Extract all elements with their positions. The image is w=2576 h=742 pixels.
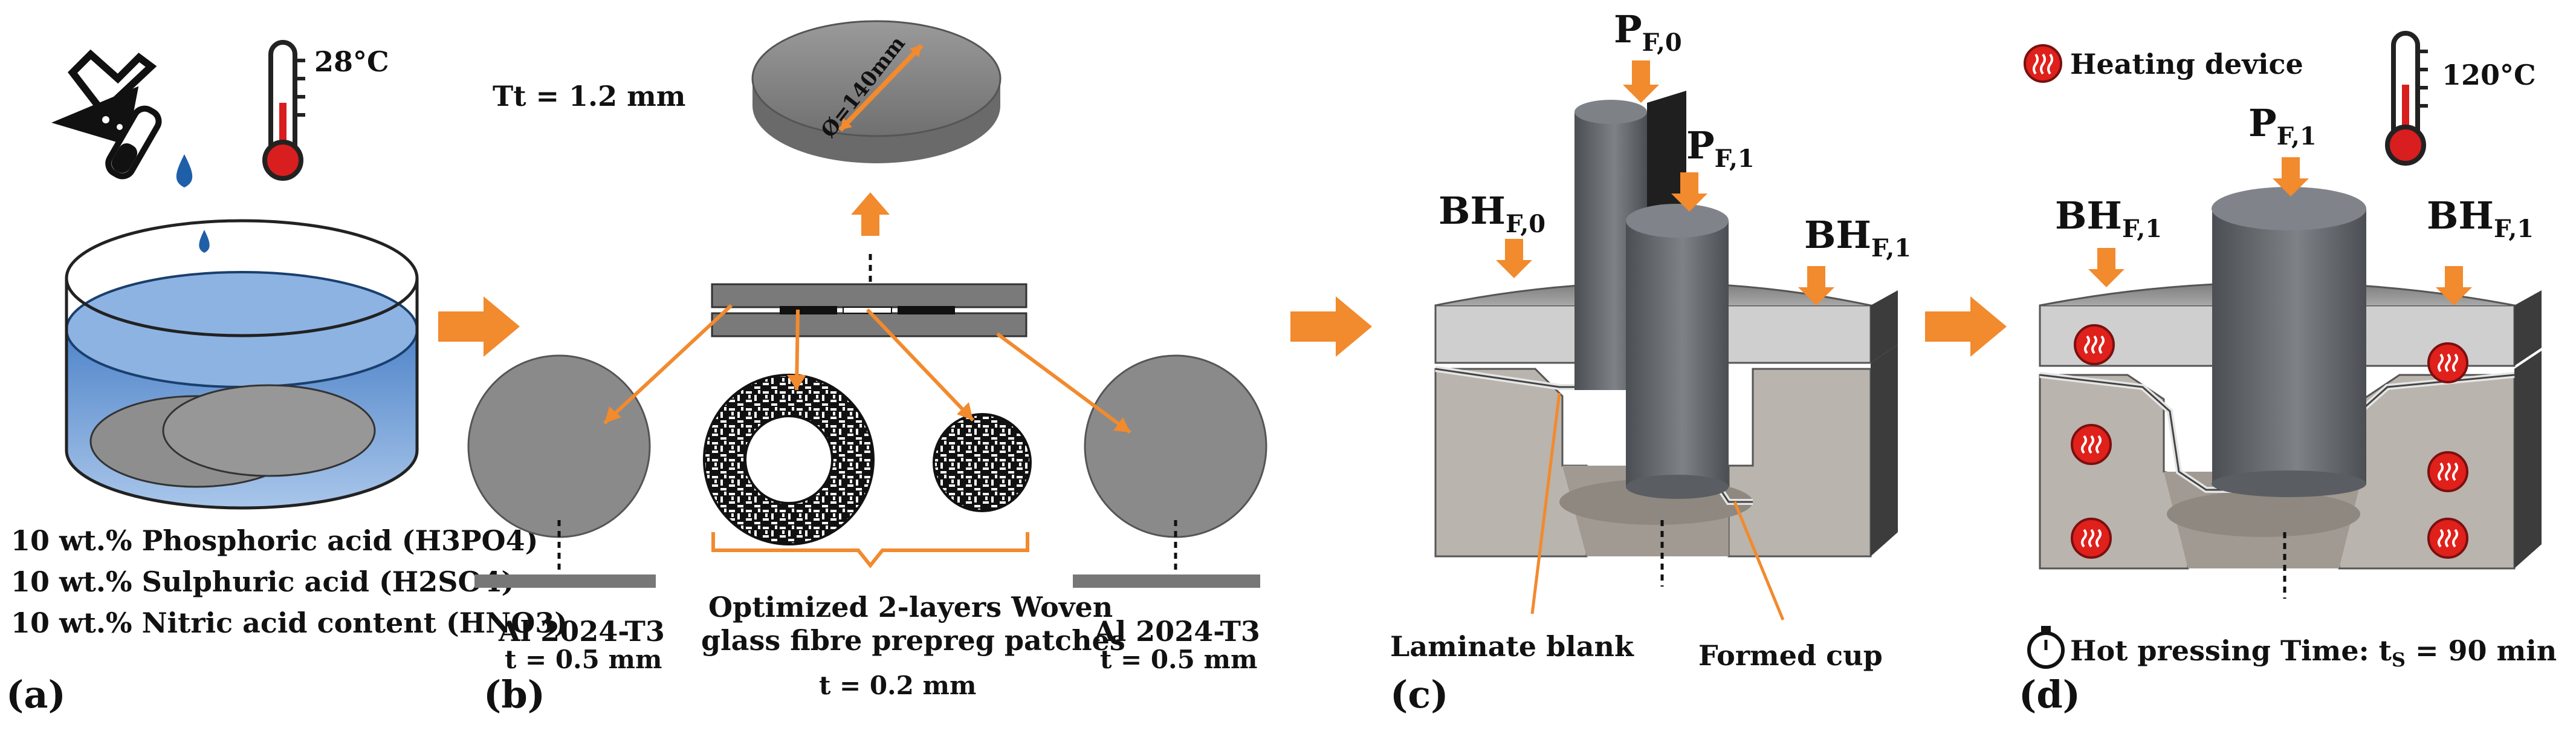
panel-c: PF,0 PF,1 BHF,0 BHF,1 Laminate blank For… bbox=[1390, 7, 1911, 717]
panel-label-d: (d) bbox=[2019, 672, 2080, 717]
heater-icons bbox=[2071, 324, 2468, 559]
patch-thickness: t = 0.2 mm bbox=[819, 671, 976, 700]
panel-a: 28°C 10 wt.% Phosphoric acid (H3PO4) 10 … bbox=[6, 40, 568, 717]
al-left-thickness: t = 0.5 mm bbox=[505, 645, 662, 674]
formed-cup-label: Formed cup bbox=[1698, 639, 1883, 672]
woven-ring-patch bbox=[703, 374, 875, 545]
heater-icon bbox=[2427, 451, 2468, 492]
process-arrow-1 bbox=[438, 296, 520, 357]
process-arrow-2 bbox=[1290, 296, 1372, 357]
al-right-thickness: t = 0.5 mm bbox=[1100, 645, 1257, 674]
punch-d bbox=[2212, 187, 2366, 497]
up-arrow bbox=[851, 192, 890, 236]
hot-pressing-label: Hot pressing Time: tS = 90 min bbox=[2070, 634, 2557, 671]
arrow-pf1-d bbox=[2273, 157, 2309, 197]
label-bhf0: BHF,0 bbox=[1438, 189, 1545, 238]
temperature-a: 28°C bbox=[314, 45, 389, 78]
label-pf1-d: PF,1 bbox=[2248, 101, 2317, 151]
acid-line-1: 10 wt.% Phosphoric acid (H3PO4) bbox=[11, 524, 538, 557]
label-pf1-c: PF,1 bbox=[1686, 123, 1755, 173]
panel-label-b: (b) bbox=[484, 672, 545, 717]
temperature-d: 120°C bbox=[2442, 59, 2536, 91]
flask-icon bbox=[51, 49, 157, 146]
acid-line-3: 10 wt.% Nitric acid content (HNO3) bbox=[11, 607, 568, 639]
heating-device-label: Heating device bbox=[2070, 48, 2303, 80]
stopwatch-icon bbox=[2027, 626, 2065, 669]
heater-legend-icon bbox=[2024, 44, 2062, 83]
lower-die-d bbox=[2039, 351, 2542, 570]
panel-b: Tt = 1.2 mm Ø=140mm Al 2024-T3 t = 0.5 m… bbox=[467, 20, 1267, 717]
heater-icon bbox=[2074, 324, 2115, 365]
thermometer-icon bbox=[262, 40, 305, 181]
al-sheet-right-disc bbox=[1084, 354, 1267, 538]
thermometer-icon-d bbox=[2385, 31, 2428, 166]
patch-line-2: glass fibre prepreg patches bbox=[701, 624, 1125, 657]
test-tube-icon bbox=[105, 105, 162, 180]
al-sheet-right-section bbox=[1073, 574, 1260, 588]
al-right-name: Al 2024-T3 bbox=[1093, 615, 1260, 648]
callout-cup bbox=[1733, 501, 1785, 620]
patch-line-1: Optimized 2-layers Woven bbox=[708, 591, 1113, 623]
panel-label-c: (c) bbox=[1390, 672, 1448, 717]
al-sheet-left-disc bbox=[467, 354, 651, 538]
arrow-pf0 bbox=[1623, 60, 1659, 103]
label-pf0: PF,0 bbox=[1614, 7, 1682, 57]
lower-die bbox=[1434, 345, 1898, 558]
panel-label-a: (a) bbox=[6, 672, 66, 717]
arrow-bhf1-c bbox=[1798, 266, 1834, 305]
heater-icon bbox=[2071, 518, 2112, 559]
label-bh-left-d: BHF,1 bbox=[2055, 194, 2162, 243]
process-arrow-3 bbox=[1925, 296, 2007, 357]
al-sheet-left-section bbox=[474, 574, 656, 588]
woven-disc-patch bbox=[933, 413, 1032, 512]
fml-disc: Ø=140mm bbox=[751, 20, 1002, 163]
patch-bracket bbox=[711, 532, 1029, 568]
laminate-blank-label: Laminate blank bbox=[1390, 630, 1634, 663]
al-disc-2 bbox=[162, 384, 376, 477]
heater-icon bbox=[2427, 518, 2468, 559]
leader-lines bbox=[603, 304, 1131, 434]
arrow-bhf0 bbox=[1496, 239, 1532, 278]
acid-bath bbox=[65, 219, 419, 510]
al-left-name: Al 2024-T3 bbox=[498, 615, 665, 648]
arrow-bh-right-d bbox=[2436, 266, 2472, 305]
callout-blank bbox=[1530, 392, 1561, 614]
punch-f1 bbox=[1626, 204, 1729, 499]
total-thickness: Tt = 1.2 mm bbox=[493, 80, 685, 112]
panel-d: Heating device 120°C bbox=[2019, 31, 2557, 717]
droplet-icon bbox=[176, 154, 210, 253]
arrow-bh-left-d bbox=[2088, 248, 2125, 287]
leader-heads bbox=[604, 375, 1130, 432]
label-bhf1-c: BHF,1 bbox=[1804, 213, 1911, 262]
arrow-pf1-c bbox=[1671, 172, 1707, 212]
heater-icon bbox=[2071, 424, 2112, 465]
heater-icon bbox=[2427, 342, 2468, 383]
label-bh-right-d: BHF,1 bbox=[2427, 194, 2534, 243]
acid-line-2: 10 wt.% Sulphuric acid (H2SO4) bbox=[11, 565, 514, 598]
